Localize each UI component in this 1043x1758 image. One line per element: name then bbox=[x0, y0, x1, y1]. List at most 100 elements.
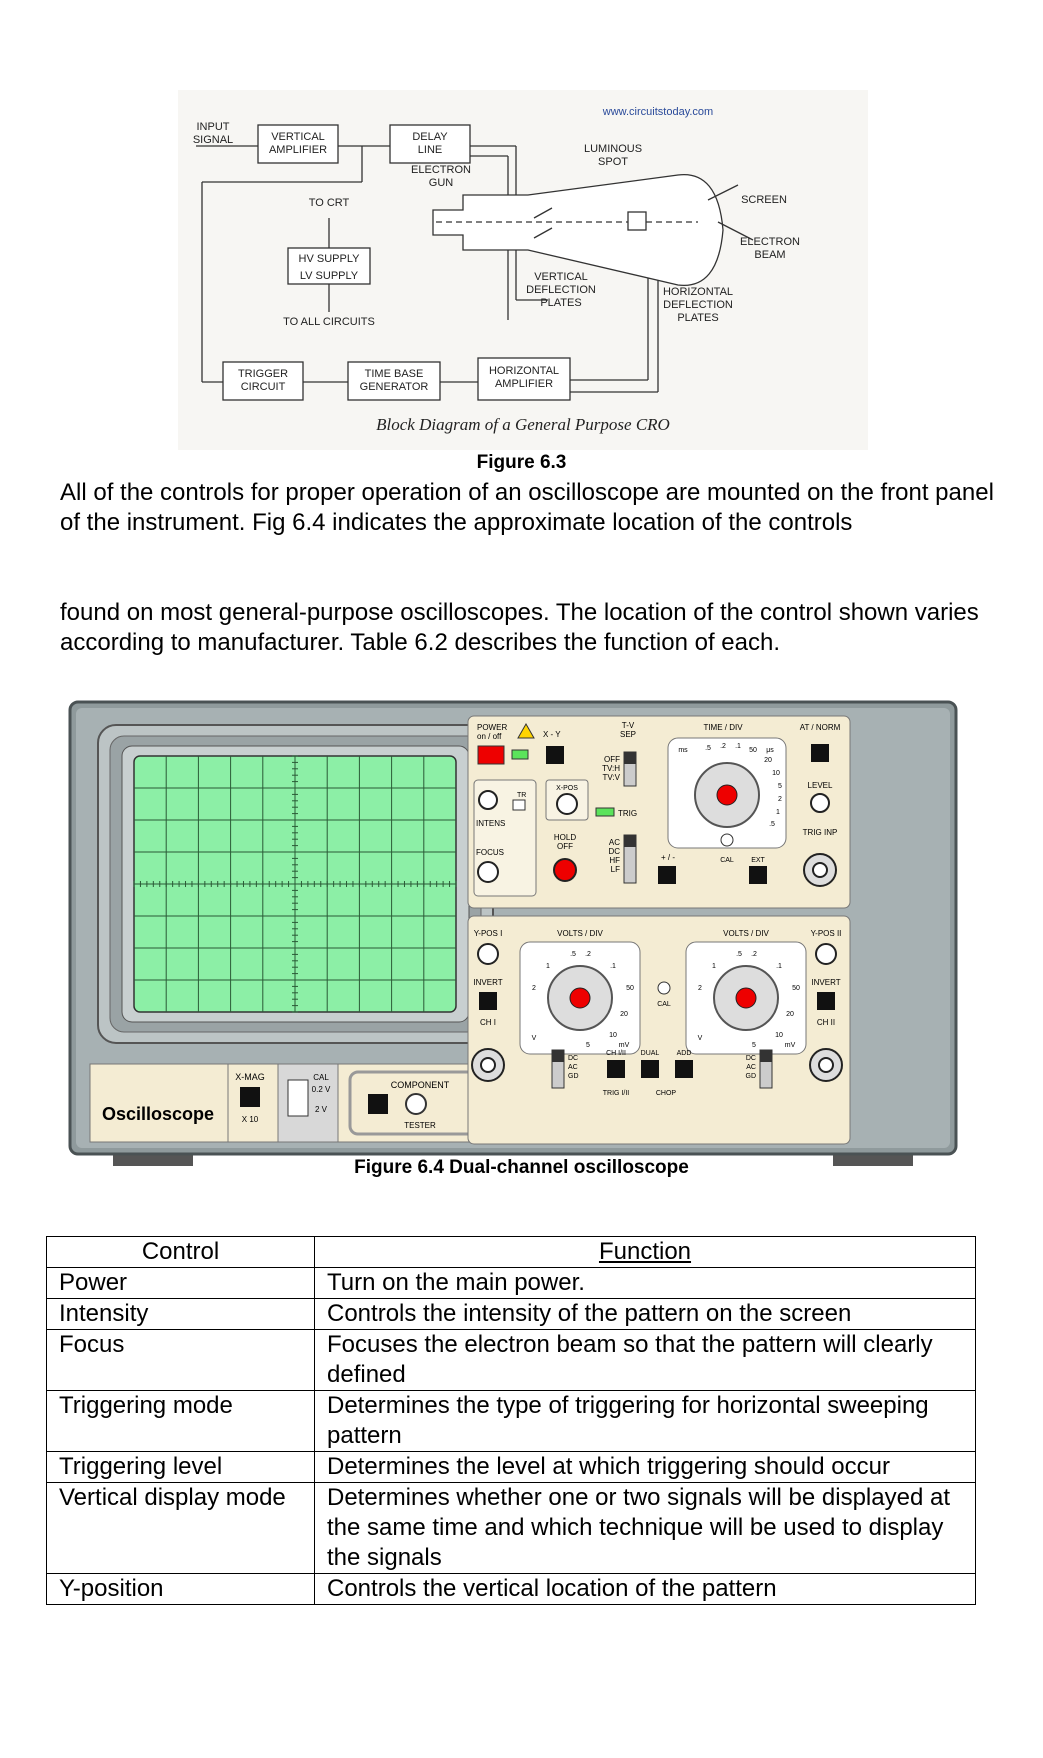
volts-div-ch2-knob[interactable] bbox=[735, 987, 757, 1009]
svg-text:VERTICAL: VERTICAL bbox=[534, 271, 588, 283]
svg-text:V: V bbox=[698, 1035, 703, 1042]
svg-text:LV SUPPLY: LV SUPPLY bbox=[300, 270, 359, 282]
svg-text:INPUT: INPUT bbox=[197, 121, 230, 133]
svg-text:DC: DC bbox=[568, 1055, 578, 1062]
svg-text:AMPLIFIER: AMPLIFIER bbox=[269, 144, 327, 156]
figure-6-4-caption: Figure 6.4 Dual-channel oscilloscope bbox=[354, 1157, 689, 1178]
x-pos-knob[interactable] bbox=[556, 793, 578, 815]
level-knob[interactable] bbox=[810, 793, 830, 813]
focus-knob[interactable] bbox=[477, 861, 499, 883]
svg-text:ELECTRON: ELECTRON bbox=[411, 164, 471, 176]
svg-text:AT / NORM: AT / NORM bbox=[800, 723, 841, 732]
svg-text:CAL: CAL bbox=[313, 1073, 329, 1082]
svg-text:CIRCUIT: CIRCUIT bbox=[241, 381, 286, 393]
component-tester-button[interactable] bbox=[368, 1094, 388, 1114]
svg-text:VOLTS / DIV: VOLTS / DIV bbox=[557, 929, 603, 938]
dual-button[interactable] bbox=[641, 1060, 659, 1078]
trig-indicator bbox=[595, 807, 615, 817]
svg-text:LUMINOUS: LUMINOUS bbox=[584, 143, 642, 155]
diagram-website: www.circuitstoday.com bbox=[602, 106, 713, 118]
intensity-knob[interactable] bbox=[478, 790, 498, 810]
svg-text:CH I/II: CH I/II bbox=[606, 1050, 626, 1057]
ch1-ch2-button[interactable] bbox=[607, 1060, 625, 1078]
svg-text:X - Y: X - Y bbox=[543, 730, 561, 739]
svg-text:TRIGGER: TRIGGER bbox=[238, 368, 288, 380]
svg-text:DEFLECTION: DEFLECTION bbox=[663, 299, 733, 311]
control-cell: Vertical display mode bbox=[46, 1482, 315, 1574]
paragraph-1: All of the controls for proper operation… bbox=[60, 479, 994, 536]
svg-text:POWER: POWER bbox=[477, 723, 507, 732]
svg-text:CH I: CH I bbox=[480, 1018, 496, 1027]
svg-text:+ / -: + / - bbox=[661, 853, 675, 862]
svg-text:5: 5 bbox=[752, 1042, 756, 1049]
component-tester-jack[interactable] bbox=[405, 1093, 427, 1115]
svg-text:.5: .5 bbox=[736, 951, 742, 958]
svg-text:X-POS: X-POS bbox=[556, 785, 578, 792]
svg-text:LINE: LINE bbox=[418, 144, 442, 156]
svg-text:AC: AC bbox=[746, 1064, 756, 1071]
svg-text:50: 50 bbox=[626, 985, 634, 992]
svg-text:PLATES: PLATES bbox=[677, 312, 718, 324]
y-pos-2-knob[interactable] bbox=[815, 943, 837, 965]
svg-text:10: 10 bbox=[775, 1032, 783, 1039]
svg-text:X-MAG: X-MAG bbox=[235, 1072, 265, 1082]
svg-text:mV: mV bbox=[785, 1042, 796, 1049]
svg-text:TRIG INP: TRIG INP bbox=[803, 828, 838, 837]
brand-label: Oscilloscope bbox=[102, 1104, 214, 1124]
svg-text:TR: TR bbox=[517, 792, 526, 799]
svg-text:BEAM: BEAM bbox=[754, 249, 785, 261]
svg-text:.5: .5 bbox=[769, 821, 775, 828]
svg-text:VERTICAL: VERTICAL bbox=[271, 131, 325, 143]
svg-text:mV: mV bbox=[619, 1042, 630, 1049]
cal-terminal[interactable] bbox=[287, 1079, 309, 1117]
hold-off-knob[interactable] bbox=[553, 858, 577, 882]
function-cell: Controls the intensity of the pattern on… bbox=[314, 1298, 976, 1330]
function-cell: Determines the level at which triggering… bbox=[314, 1451, 976, 1483]
svg-text:0.2 V: 0.2 V bbox=[312, 1085, 331, 1094]
invert-ch2-button[interactable] bbox=[817, 992, 835, 1010]
add-button[interactable] bbox=[675, 1060, 693, 1078]
time-div-knob[interactable] bbox=[716, 784, 738, 806]
ext-trigger-button[interactable] bbox=[749, 866, 767, 884]
svg-text:ELECTRON: ELECTRON bbox=[740, 236, 800, 248]
svg-text:.5: .5 bbox=[705, 745, 711, 752]
function-cell: Determines the type of triggering for ho… bbox=[314, 1390, 976, 1452]
x-mag-button[interactable] bbox=[240, 1087, 260, 1107]
invert-ch1-button[interactable] bbox=[479, 992, 497, 1010]
warning-icon bbox=[517, 722, 535, 739]
svg-text:LEVEL: LEVEL bbox=[808, 781, 833, 790]
trace-rotation-control[interactable] bbox=[512, 799, 526, 811]
svg-text:EXT: EXT bbox=[751, 857, 765, 864]
xy-button[interactable] bbox=[546, 746, 564, 764]
svg-text:DEFLECTION: DEFLECTION bbox=[526, 284, 596, 296]
power-button[interactable] bbox=[477, 745, 505, 765]
cro-block-diagram: www.circuitstoday.com INPUT SIGNAL VERTI… bbox=[178, 90, 868, 450]
svg-text:.1: .1 bbox=[735, 743, 741, 750]
svg-text:20: 20 bbox=[786, 1011, 794, 1018]
svg-text:SIGNAL: SIGNAL bbox=[193, 134, 233, 146]
volts-div-ch1-knob[interactable] bbox=[569, 987, 591, 1009]
svg-text:SEP: SEP bbox=[620, 730, 636, 739]
function-cell: Focuses the electron beam so that the pa… bbox=[314, 1329, 976, 1391]
y-pos-1-knob[interactable] bbox=[477, 943, 499, 965]
svg-text:GENERATOR: GENERATOR bbox=[360, 381, 429, 393]
at-norm-button[interactable] bbox=[811, 744, 829, 762]
svg-text:5: 5 bbox=[778, 783, 782, 790]
svg-text:2: 2 bbox=[778, 796, 782, 803]
svg-text:T-V: T-V bbox=[622, 721, 635, 730]
svg-text:PLATES: PLATES bbox=[540, 297, 581, 309]
column-header-control: Control bbox=[46, 1236, 315, 1268]
svg-text:TRIG: TRIG bbox=[618, 809, 637, 818]
svg-text:.2: .2 bbox=[585, 951, 591, 958]
svg-text:.1: .1 bbox=[610, 963, 616, 970]
svg-text:AMPLIFIER: AMPLIFIER bbox=[495, 378, 553, 390]
svg-text:10: 10 bbox=[772, 770, 780, 777]
trigger-slope-button[interactable] bbox=[658, 866, 676, 884]
svg-text:on / off: on / off bbox=[477, 732, 502, 741]
svg-text:HOLD: HOLD bbox=[554, 833, 576, 842]
